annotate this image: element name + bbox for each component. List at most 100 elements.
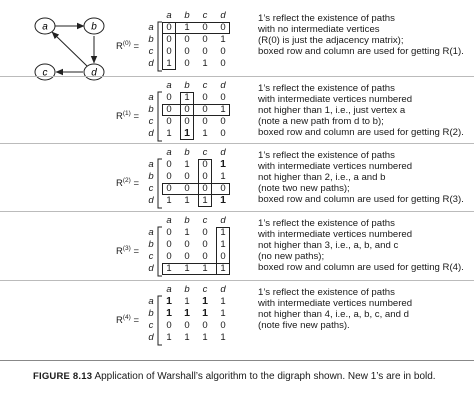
matrix-label-equals: = bbox=[130, 111, 140, 123]
matrix-label-name: R bbox=[116, 41, 123, 53]
description-line: 1’s reflect the existence of paths bbox=[258, 83, 395, 94]
column-header: c bbox=[202, 10, 208, 21]
boxed-column bbox=[198, 159, 212, 207]
matrix-cell: 0 bbox=[202, 46, 208, 57]
matrix-cell: 1 bbox=[184, 263, 190, 274]
matrix-cell: 1 bbox=[166, 263, 172, 274]
column-header: a bbox=[166, 147, 172, 158]
vertex-b bbox=[83, 17, 105, 35]
matrix-cell: 1 bbox=[202, 263, 208, 274]
matrix-cell: 0 bbox=[166, 104, 172, 115]
matrix-label-superscript: (0) bbox=[122, 40, 131, 47]
row-label: b bbox=[148, 308, 154, 319]
matrix-cell: 0 bbox=[184, 58, 190, 69]
matrix-cell: 1 bbox=[166, 307, 172, 319]
matrix-cell: 1 bbox=[202, 307, 208, 319]
matrix-cell: 0 bbox=[184, 46, 190, 57]
matrix-label: R(3) = bbox=[116, 245, 139, 257]
matrix-cell: 0 bbox=[184, 239, 190, 250]
row-label: c bbox=[148, 46, 154, 57]
matrix-cell: 0 bbox=[220, 46, 226, 57]
matrix-label-superscript: (3) bbox=[122, 245, 131, 252]
matrix-cell: 0 bbox=[202, 320, 208, 331]
matrix-cell: 0 bbox=[220, 92, 226, 103]
column-header: a bbox=[166, 284, 172, 295]
column-header: b bbox=[184, 215, 190, 226]
matrix-label-equals: = bbox=[130, 315, 140, 327]
caption-separator bbox=[0, 360, 474, 361]
edge-d-a bbox=[51, 31, 88, 67]
row-label: d bbox=[148, 58, 154, 69]
caption-text: Application of Warshall’s algorithm to t… bbox=[94, 371, 436, 382]
matrix-cell: 1 bbox=[202, 128, 208, 139]
row-label: a bbox=[148, 92, 154, 103]
matrix-bracket bbox=[157, 91, 162, 142]
matrix-label: R(1) = bbox=[116, 110, 139, 122]
matrix-bracket bbox=[157, 158, 162, 209]
matrix-cell: 0 bbox=[166, 34, 172, 45]
description-line: (note five new paths). bbox=[258, 320, 350, 331]
row-label: b bbox=[148, 34, 154, 45]
matrix-cell: 0 bbox=[166, 183, 172, 194]
matrix-cell: 0 bbox=[220, 128, 226, 139]
matrix-cell: 0 bbox=[166, 251, 172, 262]
matrix-cell: 0 bbox=[184, 320, 190, 331]
column-header: b bbox=[184, 80, 190, 91]
description-line: not higher than 1, i.e., just vertex a bbox=[258, 105, 406, 116]
matrix-cell: 0 bbox=[202, 251, 208, 262]
boxed-column bbox=[216, 227, 230, 275]
matrix-label-superscript: (1) bbox=[122, 110, 131, 117]
matrix-cell: 1 bbox=[184, 92, 190, 103]
matrix-cell: 0 bbox=[166, 320, 172, 331]
description-line: (no new paths); bbox=[258, 251, 325, 262]
description-line: with intermediate vertices numbered bbox=[258, 161, 413, 172]
matrix-label: R(0) = bbox=[116, 40, 139, 52]
matrix-cell: 0 bbox=[166, 22, 172, 33]
matrix-cell: 0 bbox=[166, 92, 172, 103]
matrix-cell: 1 bbox=[220, 332, 226, 343]
matrix-cell: 0 bbox=[184, 183, 190, 194]
matrix-label-equals: = bbox=[130, 178, 140, 190]
matrix-cell: 0 bbox=[220, 58, 226, 69]
boxed-row bbox=[162, 104, 230, 116]
matrix-cell: 1 bbox=[220, 104, 226, 115]
matrix-cell: 0 bbox=[220, 320, 226, 331]
matrix-cell: 0 bbox=[166, 116, 172, 127]
matrix-label-name: R bbox=[116, 111, 123, 123]
matrix-cell: 0 bbox=[166, 171, 172, 182]
row-label: b bbox=[148, 171, 154, 182]
column-header: a bbox=[166, 215, 172, 226]
column-header: b bbox=[184, 147, 190, 158]
separator bbox=[0, 211, 474, 212]
matrix-cell: 0 bbox=[202, 159, 208, 170]
matrix-cell: 1 bbox=[166, 195, 172, 206]
matrix-cell: 1 bbox=[184, 227, 190, 238]
matrix-cell: 1 bbox=[184, 332, 190, 343]
matrix-cell: 0 bbox=[202, 22, 208, 33]
matrix-cell: 1 bbox=[184, 159, 190, 170]
column-header: d bbox=[220, 215, 226, 226]
description-line: boxed row and column are used for gettin… bbox=[258, 262, 464, 273]
matrix-cell: 1 bbox=[166, 295, 172, 307]
matrix-cell: 0 bbox=[166, 239, 172, 250]
matrix-label-name: R bbox=[116, 178, 123, 190]
matrix-cell: 0 bbox=[220, 22, 226, 33]
description-line: with no intermediate vertices bbox=[258, 24, 380, 35]
description-line: (R(0) is just the adjacency matrix); bbox=[258, 35, 404, 46]
vertex-a bbox=[34, 17, 56, 35]
column-header: c bbox=[202, 215, 208, 226]
description-line: 1’s reflect the existence of paths bbox=[258, 13, 395, 24]
description-line: boxed row and column are used for gettin… bbox=[258, 194, 464, 205]
matrix-cell: 1 bbox=[184, 307, 190, 319]
description-line: boxed row and column are used for gettin… bbox=[258, 127, 464, 138]
matrix-cell: 0 bbox=[220, 251, 226, 262]
matrix-label: R(4) = bbox=[116, 314, 139, 326]
figure-number: FIGURE 8.13 bbox=[33, 371, 93, 382]
matrix-cell: 1 bbox=[220, 239, 226, 250]
matrix-bracket bbox=[157, 226, 162, 277]
description-line: with intermediate vertices numbered bbox=[258, 94, 413, 105]
matrix-label-superscript: (2) bbox=[122, 177, 131, 184]
matrix-cell: 1 bbox=[202, 58, 208, 69]
description-line: not higher than 3, i.e., a, b, and c bbox=[258, 240, 399, 251]
column-header: c bbox=[202, 284, 208, 295]
